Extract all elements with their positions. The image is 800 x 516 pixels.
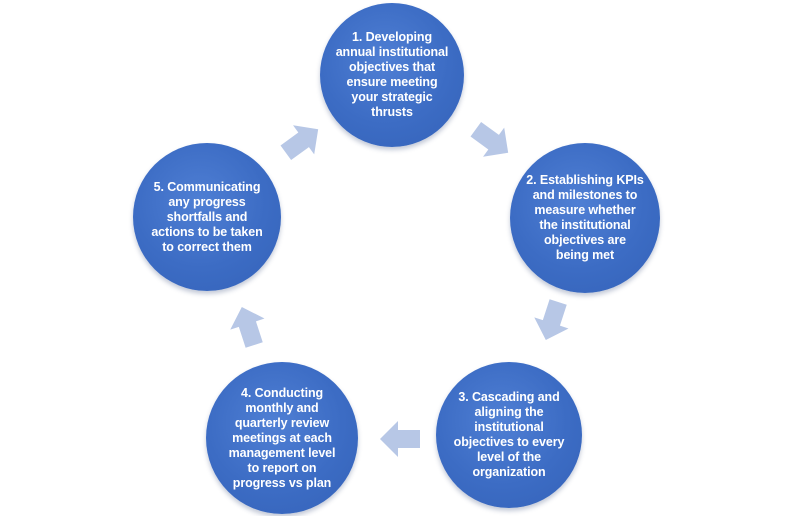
- arrow-shape: [470, 121, 509, 157]
- arrow-step-4-to-5-icon: [225, 301, 272, 350]
- arrow-shape: [534, 299, 569, 341]
- step-2-node: 2. Establishing KPIs and milestones to m…: [510, 143, 660, 293]
- arrow-step-2-to-3-icon: [529, 296, 576, 345]
- arrow-step-5-to-1-icon: [275, 115, 329, 168]
- step-4-node: 4. Conducting monthly and quarterly revi…: [206, 362, 358, 514]
- step-3-node: 3. Cascading and aligning the institutio…: [436, 362, 582, 508]
- step-1-node: 1. Developing annual institutional objec…: [320, 3, 464, 147]
- step-5-node: 5. Communicating any progress shortfalls…: [133, 143, 281, 291]
- step-2-label: 2. Establishing KPIs and milestones to m…: [526, 173, 644, 262]
- step-5-label: 5. Communicating any progress shortfalls…: [151, 179, 263, 254]
- arrow-shape: [230, 306, 265, 348]
- arrow-shape: [280, 125, 319, 161]
- arrow-shape: [380, 421, 420, 457]
- arrow-step-3-to-4-icon: [380, 421, 420, 457]
- step-1-label: 1. Developing annual institutional objec…: [335, 30, 449, 119]
- arrow-step-1-to-2-icon: [465, 115, 519, 168]
- step-3-label: 3. Cascading and aligning the institutio…: [453, 390, 565, 479]
- step-4-label: 4. Conducting monthly and quarterly revi…: [228, 385, 336, 490]
